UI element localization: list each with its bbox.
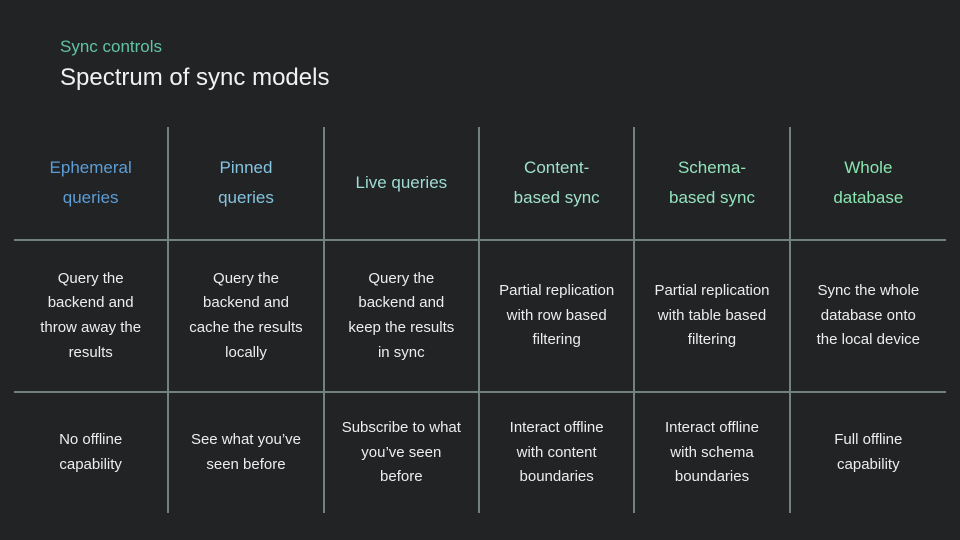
cell-text: Subscribe to what you’ve seen before (341, 418, 461, 486)
cell-live-behavior: Query the backend and keep the results i… (324, 239, 480, 391)
header-label: Schema-based sync (668, 158, 755, 207)
cell-schema-offline: Interact offline with schema boundaries (635, 391, 791, 513)
header-whole-database: Whole database (791, 127, 946, 239)
cell-ephemeral-offline: No offline capability (14, 391, 170, 513)
cell-text: Partial replication with row based filte… (499, 281, 615, 349)
cell-text: See what you’ve seen before (190, 431, 302, 473)
cell-text: Query the backend and keep the results i… (348, 269, 455, 361)
header-label: Content-based sync (513, 158, 600, 207)
header-schema-based-sync: Schema-based sync (635, 127, 791, 239)
cell-text: Query the backend and throw away the res… (40, 269, 142, 361)
header-label: Whole database (833, 158, 904, 207)
header-live-queries: Live queries (325, 127, 480, 239)
slide-title: Spectrum of sync models (60, 63, 330, 91)
cell-content-offline: Interact offline with content boundaries (479, 391, 636, 513)
cell-schema-behavior: Partial replication with table based fil… (635, 239, 791, 391)
cell-ephemeral-behavior: Query the backend and throw away the res… (14, 239, 170, 391)
cell-text: Interact offline with schema boundaries (665, 418, 759, 486)
slide-kicker: Sync controls (60, 37, 163, 56)
cell-text: No offline capability (59, 431, 123, 473)
cell-content-behavior: Partial replication with row based filte… (479, 239, 636, 391)
cell-live-offline: Subscribe to what you’ve seen before (324, 391, 480, 513)
cell-pinned-behavior: Query the backend and cache the results … (169, 239, 325, 391)
header-pinned-queries: Pinned queries (169, 127, 325, 239)
title-block: Sync controls Spectrum of sync models (60, 36, 329, 93)
header-content-based-sync: Content-based sync (480, 127, 636, 239)
header-label: Ephemeral queries (49, 158, 132, 207)
cell-text: Full offline capability (834, 431, 903, 473)
cell-whole-behavior: Sync the whole database onto the local d… (790, 239, 946, 391)
sync-models-table: Ephemeral queries Pinned queries Live qu… (14, 127, 946, 513)
cell-whole-offline: Full offline capability (790, 391, 946, 513)
header-label: Pinned queries (218, 158, 274, 207)
cell-text: Query the backend and cache the results … (189, 269, 303, 361)
cell-text: Sync the whole database onto the local d… (816, 281, 921, 349)
cell-pinned-offline: See what you’ve seen before (169, 391, 325, 513)
cell-text: Partial replication with table based fil… (654, 281, 770, 349)
header-label: Live queries (355, 173, 448, 193)
cell-text: Interact offline with content boundaries (509, 418, 604, 486)
header-ephemeral-queries: Ephemeral queries (14, 127, 170, 239)
